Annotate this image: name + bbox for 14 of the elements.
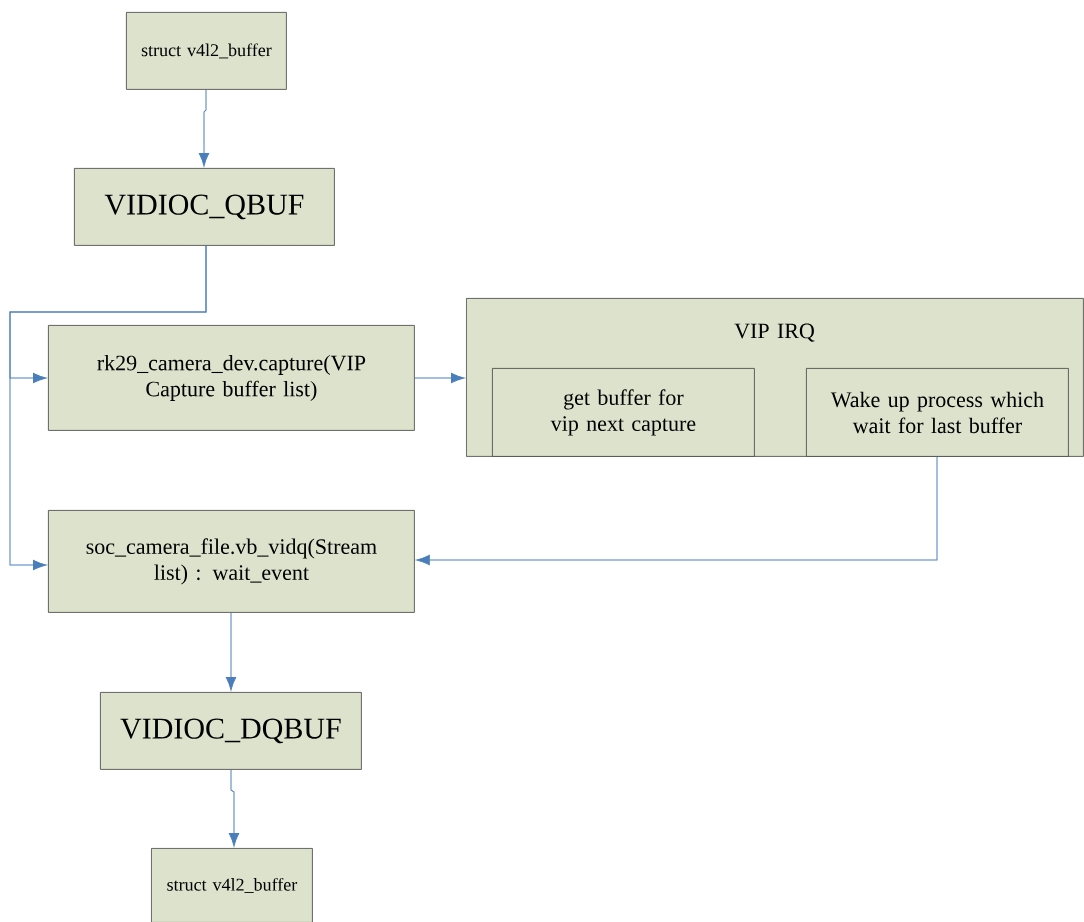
arrow <box>9 245 207 571</box>
arrow <box>225 612 237 691</box>
process-box: VIDIOC_QBUF <box>74 168 335 246</box>
arrow <box>228 769 240 847</box>
process-box: Wake up process which wait for last buffer <box>806 368 1069 457</box>
process-box: soc_camera_file.vb_vidq(Stream list) : wait_event <box>48 510 415 613</box>
struct-box: struct v4l2_buffer <box>151 848 313 922</box>
process-box: get buffer for vip next capture <box>492 368 755 457</box>
arrow <box>198 89 210 167</box>
process-box: VIDIOC_DQBUF <box>100 692 362 770</box>
process-box: rk29_camera_dev.capture(VIP Capture buffer list) <box>48 325 415 431</box>
arrow <box>416 456 938 566</box>
arrow <box>414 372 465 384</box>
struct-box: struct v4l2_buffer <box>126 12 287 90</box>
